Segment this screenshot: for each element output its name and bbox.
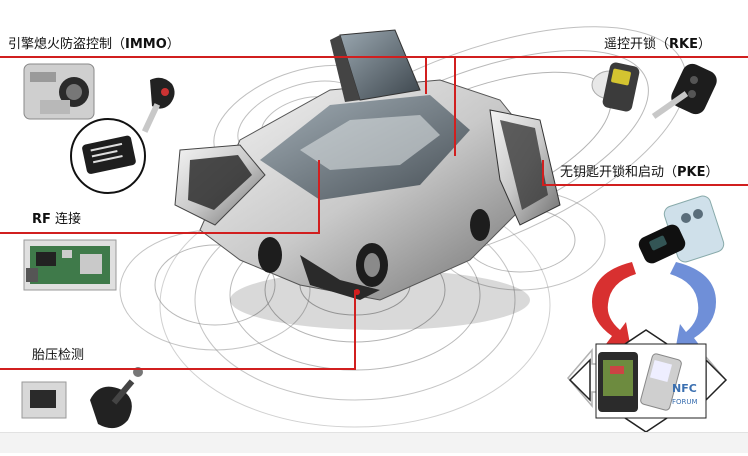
immo-leader-drop [425,56,427,94]
rf-leader-line [0,232,320,234]
smart-key-icon [591,62,640,112]
rf-module-icon [23,239,117,291]
nfc-logo-line1: NFC [672,382,697,395]
tpms-leader-drop [354,290,356,370]
ignition-key-icon [23,63,175,133]
label-pke-prefix: 无钥匙开锁和启动（ [560,165,678,180]
immo-leader-line [0,56,456,58]
tire-sensor-icon [21,367,143,429]
label-immo-code: IMMO [125,37,167,52]
nfc-forum-logo: NFC FORUM [672,382,698,406]
label-immo-prefix: 引擎熄火防盗控制（ [8,37,126,52]
label-immo: 引擎熄火防盗控制（IMMO） [8,37,180,53]
label-rke-suffix: ） [697,37,711,52]
bottom-strip [0,432,748,453]
label-pke-code: PKE [677,165,706,180]
rf-leader-drop [318,160,320,234]
cycle-arrows-icon [592,262,716,346]
label-rf-code: RF [32,212,51,227]
label-tpms-text: 胎压检测 [32,348,85,363]
keycard-icon [638,195,725,264]
label-pke: 无钥匙开锁和启动（PKE） [560,165,719,181]
label-immo-suffix: ） [166,37,180,52]
pda-icon [598,352,682,412]
rke-leader-line [454,56,748,58]
label-rke: 遥控开锁（RKE） [604,37,711,53]
pke-leader-drop [542,160,544,186]
transponder-chip-icon [70,118,146,194]
label-tpms: 胎压检测 [32,348,84,364]
label-rf-text: 连接 [50,212,82,227]
label-rf: RF 连接 [32,212,81,228]
pke-leader-line [542,184,748,186]
label-rke-prefix: 遥控开锁（ [604,37,670,52]
car-icon [174,29,561,330]
nfc-logo-line2: FORUM [672,398,698,406]
tpms-leader-line [0,368,356,370]
rke-leader-drop [454,56,456,156]
flip-key-icon [651,63,717,119]
label-pke-suffix: ） [705,165,719,180]
label-rke-code: RKE [669,37,698,52]
